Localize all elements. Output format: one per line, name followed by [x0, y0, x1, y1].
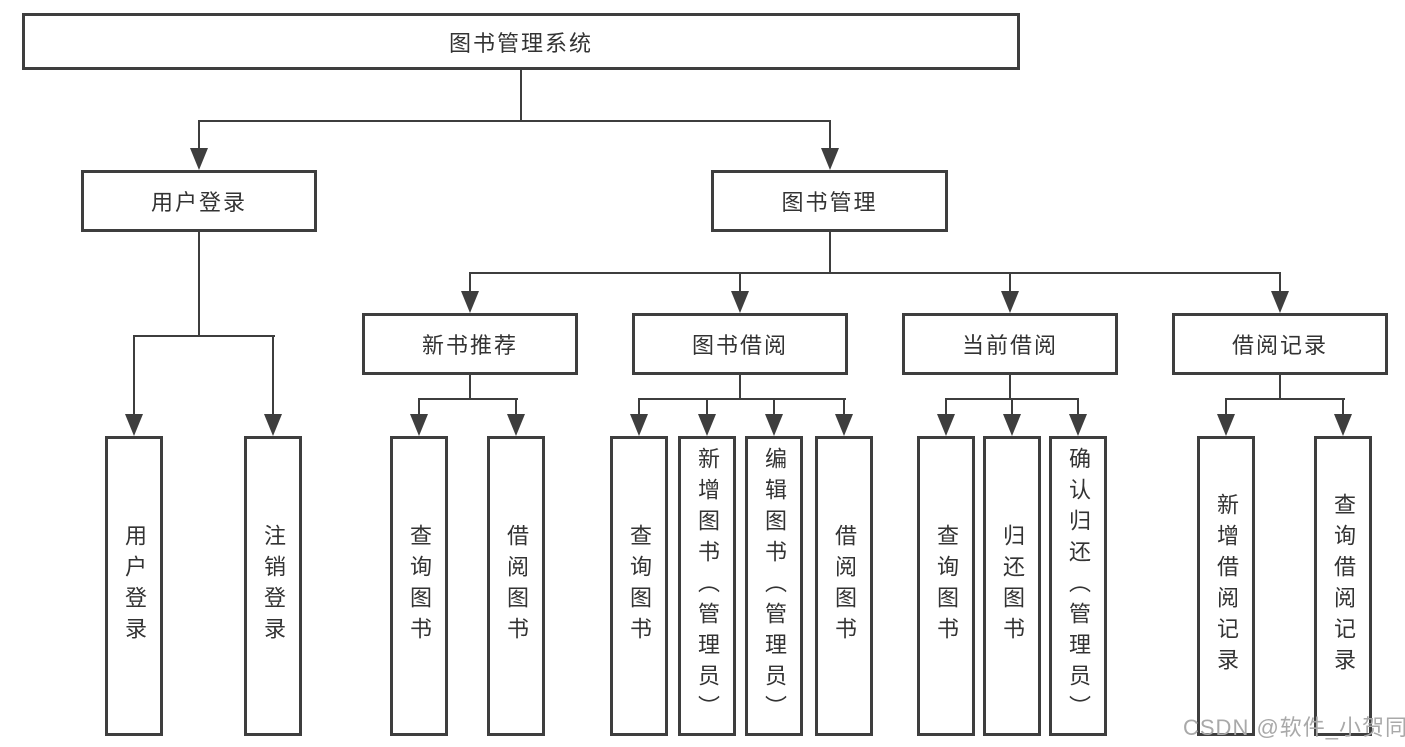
connector-line [1009, 272, 1011, 291]
arrow-down-icon [1334, 414, 1352, 436]
node-book-management-label: 图书管理 [781, 190, 878, 215]
connector-line [198, 232, 200, 335]
connector-line [739, 272, 741, 291]
leaf-borrow-query-book-label: 查询图书 [627, 524, 652, 648]
arrow-down-icon [1069, 414, 1087, 436]
connector-line [706, 398, 708, 414]
leaf-confirm-return-admin: 确认归还（管理员） [1049, 436, 1107, 736]
leaf-confirm-return-admin-label: 确认归还（管理员） [1066, 446, 1091, 726]
leaf-add-borrow-record-label: 新增借阅记录 [1214, 493, 1239, 679]
connector-line [469, 272, 471, 291]
connector-line [1077, 398, 1079, 414]
connector-line [843, 398, 845, 414]
node-root-label: 图书管理系统 [448, 30, 593, 56]
leaf-edit-book-admin: 编辑图书（管理员） [745, 436, 803, 736]
connector-line [1225, 398, 1345, 400]
connector-line [418, 398, 420, 414]
node-user-login: 用户登录 [81, 170, 317, 232]
connector-line [1225, 398, 1227, 414]
node-new-book-recommend-label: 新书推荐 [421, 333, 518, 358]
arrow-down-icon [1217, 414, 1235, 436]
connector-line [198, 120, 831, 122]
arrow-down-icon [630, 414, 648, 436]
node-new-book-recommend: 新书推荐 [362, 313, 578, 375]
arrow-down-icon [1001, 291, 1019, 313]
connector-line [829, 232, 831, 272]
connector-line [272, 335, 274, 414]
node-current-borrow: 当前借阅 [902, 313, 1118, 375]
arrow-down-icon [1003, 414, 1021, 436]
leaf-add-book-admin-label: 新增图书（管理员） [695, 446, 720, 726]
connector-line [638, 398, 640, 414]
leaf-logout-label: 注销登录 [261, 524, 286, 648]
connector-line [773, 398, 775, 414]
connector-line [945, 398, 947, 414]
connector-line [638, 398, 846, 400]
connector-line [469, 272, 1281, 274]
leaf-query-borrow-record-label: 查询借阅记录 [1331, 493, 1356, 679]
arrow-down-icon [1271, 291, 1289, 313]
node-user-login-label: 用户登录 [150, 190, 247, 215]
connector-line [133, 335, 135, 414]
leaf-borrow-book-label: 借阅图书 [832, 524, 857, 648]
node-book-management: 图书管理 [711, 170, 948, 232]
leaf-logout: 注销登录 [244, 436, 302, 736]
leaf-add-book-admin: 新增图书（管理员） [678, 436, 736, 736]
arrow-down-icon [937, 414, 955, 436]
leaf-recommend-query-book-label: 查询图书 [407, 524, 432, 648]
connector-line [1009, 375, 1011, 398]
arrow-down-icon [731, 291, 749, 313]
arrow-down-icon [835, 414, 853, 436]
leaf-current-query-book: 查询图书 [917, 436, 975, 736]
leaf-user-login-label: 用户登录 [122, 524, 147, 648]
connector-line [1279, 375, 1281, 398]
leaf-edit-book-admin-label: 编辑图书（管理员） [762, 446, 787, 726]
leaf-recommend-borrow-book-label: 借阅图书 [504, 524, 529, 648]
arrow-down-icon [461, 291, 479, 313]
leaf-current-query-book-label: 查询图书 [934, 524, 959, 648]
leaf-return-book-label: 归还图书 [1000, 524, 1025, 648]
watermark: CSDN @软件_小贺同学 [1183, 715, 1405, 740]
connector-line [198, 120, 200, 148]
leaf-recommend-query-book: 查询图书 [390, 436, 448, 736]
arrow-down-icon [190, 148, 208, 170]
connector-line [739, 375, 741, 398]
arrow-down-icon [698, 414, 716, 436]
node-borrow-record: 借阅记录 [1172, 313, 1388, 375]
connector-line [829, 120, 831, 148]
connector-line [418, 398, 518, 400]
arrow-down-icon [765, 414, 783, 436]
connector-line [469, 375, 471, 398]
leaf-recommend-borrow-book: 借阅图书 [487, 436, 545, 736]
node-borrow-record-label: 借阅记录 [1231, 333, 1328, 358]
arrow-down-icon [410, 414, 428, 436]
arrow-down-icon [507, 414, 525, 436]
node-root-system: 图书管理系统 [22, 13, 1020, 70]
connector-line [1011, 398, 1013, 414]
connector-line [133, 335, 275, 337]
arrow-down-icon [264, 414, 282, 436]
leaf-user-login: 用户登录 [105, 436, 163, 736]
node-book-borrow: 图书借阅 [632, 313, 848, 375]
connector-line [520, 70, 522, 120]
leaf-borrow-book: 借阅图书 [815, 436, 873, 736]
leaf-return-book: 归还图书 [983, 436, 1041, 736]
arrow-down-icon [821, 148, 839, 170]
arrow-down-icon [125, 414, 143, 436]
leaf-add-borrow-record: 新增借阅记录 [1197, 436, 1255, 736]
leaf-borrow-query-book: 查询图书 [610, 436, 668, 736]
leaf-query-borrow-record: 查询借阅记录 [1314, 436, 1372, 736]
node-book-borrow-label: 图书借阅 [691, 333, 788, 358]
connector-line [515, 398, 517, 414]
node-current-borrow-label: 当前借阅 [961, 333, 1058, 358]
connector-line [1279, 272, 1281, 291]
connector-line [1342, 398, 1344, 414]
